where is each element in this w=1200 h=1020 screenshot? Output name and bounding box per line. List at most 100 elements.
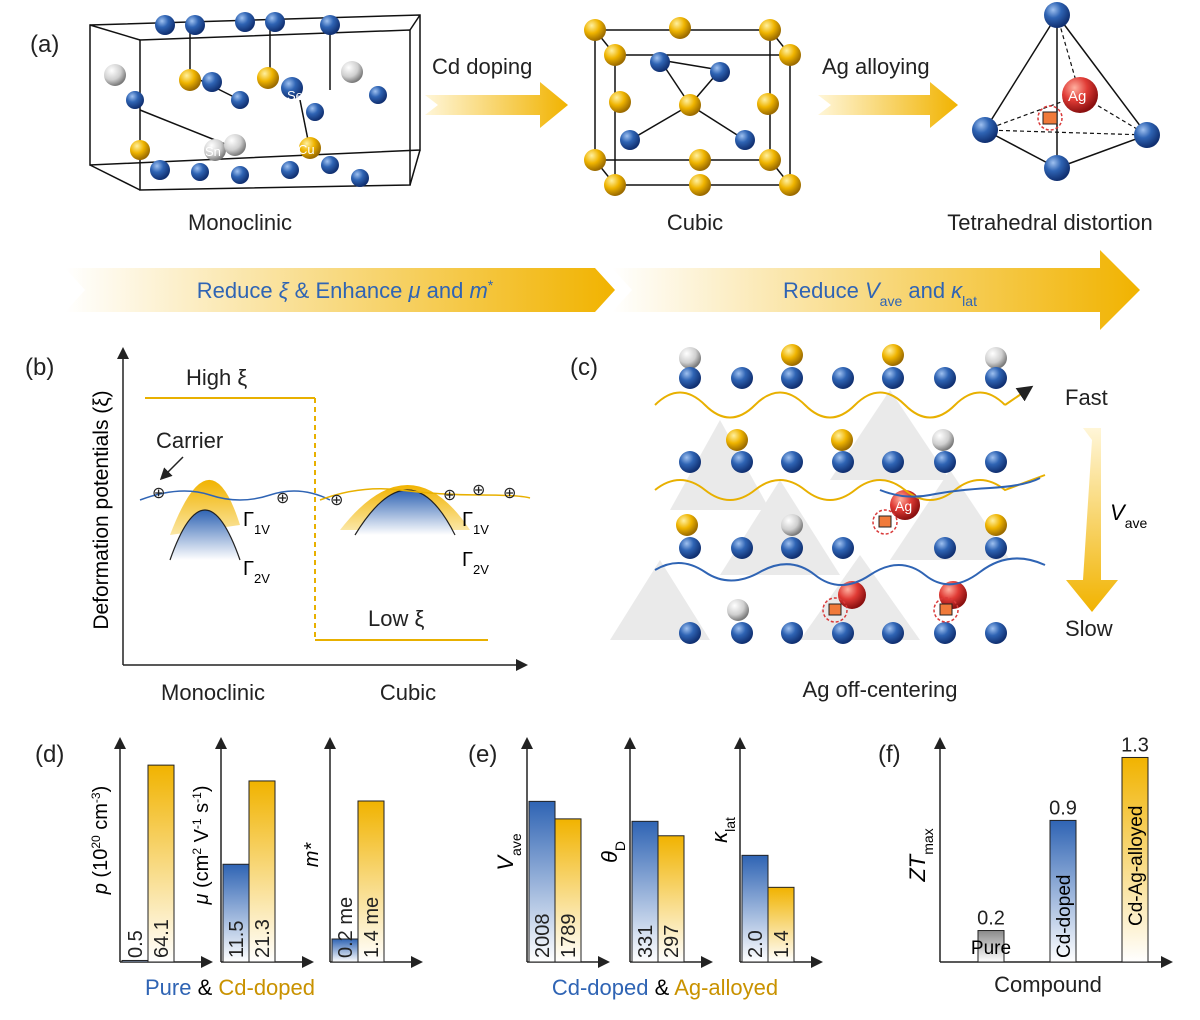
- panel-d-axes: [114, 737, 423, 968]
- cd-doping-label: Cd doping: [432, 54, 532, 79]
- svg-text:⊕: ⊕: [443, 487, 456, 504]
- slow-label: Slow: [1065, 616, 1113, 641]
- ag-alloying-label: Ag alloying: [822, 54, 930, 79]
- left-banner-text: Reduce ξ & Enhance μ and m*: [197, 277, 494, 303]
- ag-off-centering-caption: Ag off-centering: [803, 677, 958, 702]
- panel-e-label: (e): [468, 741, 497, 768]
- bar-category-label: Cd-doped: [1054, 875, 1075, 958]
- bar-μ-cd-doped: [248, 780, 276, 963]
- bar-κlat-cd-doped: [741, 854, 769, 963]
- svg-text:⊕: ⊕: [330, 492, 343, 509]
- bar-p-cd-doped: [147, 764, 175, 963]
- panel-d-ylabel-p: p (1020 cm-3): [89, 786, 112, 896]
- panel-d-label: (d): [35, 741, 64, 768]
- bar-category-label: Pure: [971, 938, 1011, 959]
- se-atom-label: Se: [287, 88, 303, 103]
- svg-text:⊕: ⊕: [276, 490, 289, 507]
- ag-lattice-label: Ag: [895, 498, 912, 514]
- bar-vave-cd-doped: [528, 800, 556, 963]
- vave-label: Vave: [1110, 500, 1147, 531]
- monoclinic-atoms: [104, 12, 387, 187]
- bar-value-label: 1.4 me: [361, 897, 383, 958]
- bar-value-label: 64.1: [151, 919, 173, 958]
- bar-κlat-ag-alloyed: [767, 886, 795, 963]
- ag-alloying-arrow: [818, 82, 958, 128]
- x-monoclinic: Monoclinic: [161, 680, 265, 705]
- bar-value-label: 21.3: [252, 919, 274, 958]
- carrier-label: Carrier: [156, 428, 223, 453]
- lattice-atoms: [676, 344, 1007, 644]
- panel-d-ylabel-m: m*: [301, 842, 323, 868]
- panel-d-legend: Pure & Cd-doped: [145, 975, 315, 1000]
- tetrahedron: [972, 2, 1160, 181]
- bar-θd-ag-alloyed: [657, 835, 685, 963]
- cu-atom-label: Cu: [298, 142, 315, 157]
- gamma-1v-right: Γ1V: [462, 509, 489, 537]
- bar-m*-cd-doped: [357, 800, 385, 963]
- tetrahedral-caption: Tetrahedral distortion: [947, 210, 1152, 235]
- fast-label: Fast: [1065, 385, 1108, 410]
- hole-icons: ⊕ ⊕ ⊕ ⊕ ⊕ ⊕: [152, 482, 516, 509]
- velocity-arrow: [1066, 428, 1118, 612]
- bar-value-label: 0.5: [125, 930, 147, 958]
- panel-f-label: (f): [878, 741, 901, 768]
- right-banner: [612, 250, 1140, 330]
- cubic-bands: [319, 485, 531, 536]
- gamma-2v-left: Γ2V: [243, 558, 270, 586]
- bar-ztmax-cd-ag-alloyed: [1121, 756, 1149, 963]
- svg-text:⊕: ⊕: [472, 482, 485, 499]
- monoclinic-bands: [139, 479, 331, 561]
- high-xi-label: High ξ: [186, 365, 247, 390]
- svg-text:⊕: ⊕: [503, 485, 516, 502]
- bar-vave-ag-alloyed: [554, 818, 582, 963]
- low-xi-label: Low ξ: [368, 606, 424, 631]
- bar-value-label: 1.4: [771, 930, 793, 958]
- bar-category-label: Cd-Ag-alloyed: [1126, 806, 1147, 926]
- x-cubic: Cubic: [380, 680, 436, 705]
- panel-e-ylabel-v: Vave: [493, 833, 524, 870]
- right-banner-text: Reduce Vave and κlat: [783, 278, 977, 309]
- panel-f-xlabel: Compound: [994, 972, 1102, 997]
- svg-text:⊕: ⊕: [152, 485, 165, 502]
- left-banner: [65, 268, 615, 312]
- carrier-arrow: [159, 456, 184, 481]
- bar-ztmax-pure: [977, 930, 1005, 963]
- bar-value-label: 11.5: [226, 921, 248, 958]
- bar-value-label: 0.2 me: [335, 897, 357, 958]
- bar-p-pure: [121, 959, 149, 963]
- cubic-caption: Cubic: [667, 210, 723, 235]
- ag-atom-label: Ag: [1068, 88, 1086, 105]
- panel-c-label: (c): [570, 354, 598, 381]
- panel-e-ylabel-kappa: κlat: [707, 817, 738, 843]
- sn-atom-label: Sn: [205, 144, 221, 159]
- panel-a-label: (a): [30, 31, 59, 58]
- panel-b-ylabel: Deformation potentials (ξ): [90, 390, 113, 629]
- panel-d-ylabel-mu: μ (cm2 V-1 s-1): [190, 785, 213, 905]
- panel-e-ylabel-theta: θD: [597, 841, 628, 863]
- bar-value-label: 0.2: [977, 908, 1005, 930]
- bar-ztmax-cd-doped: [1049, 819, 1077, 963]
- bar-value-label: 1.3: [1121, 734, 1149, 756]
- bar-value-label: 331: [635, 925, 657, 958]
- bar-value-label: 297: [661, 925, 683, 958]
- bar-value-label: 0.9: [1049, 797, 1077, 819]
- bar-value-label: 2.0: [745, 930, 767, 958]
- panel-b-label: (b): [25, 354, 54, 381]
- bar-value-label: 1789: [558, 914, 580, 959]
- bar-μ-pure: [222, 863, 250, 963]
- panel-e-legend: Cd-doped & Ag-alloyed: [552, 975, 778, 1000]
- panel-b-axes: [117, 347, 528, 671]
- phonon-waves: [654, 385, 1046, 586]
- cd-doping-arrow: [425, 82, 568, 128]
- monoclinic-caption: Monoclinic: [188, 210, 292, 235]
- bar-θd-cd-doped: [631, 820, 659, 963]
- gamma-2v-right: Γ2V: [462, 549, 489, 577]
- gamma-1v-left: Γ1V: [243, 509, 270, 537]
- panel-f-ylabel: ZTmax: [905, 828, 936, 882]
- cubic-atoms: [584, 17, 801, 196]
- deformation-levels: [145, 397, 488, 641]
